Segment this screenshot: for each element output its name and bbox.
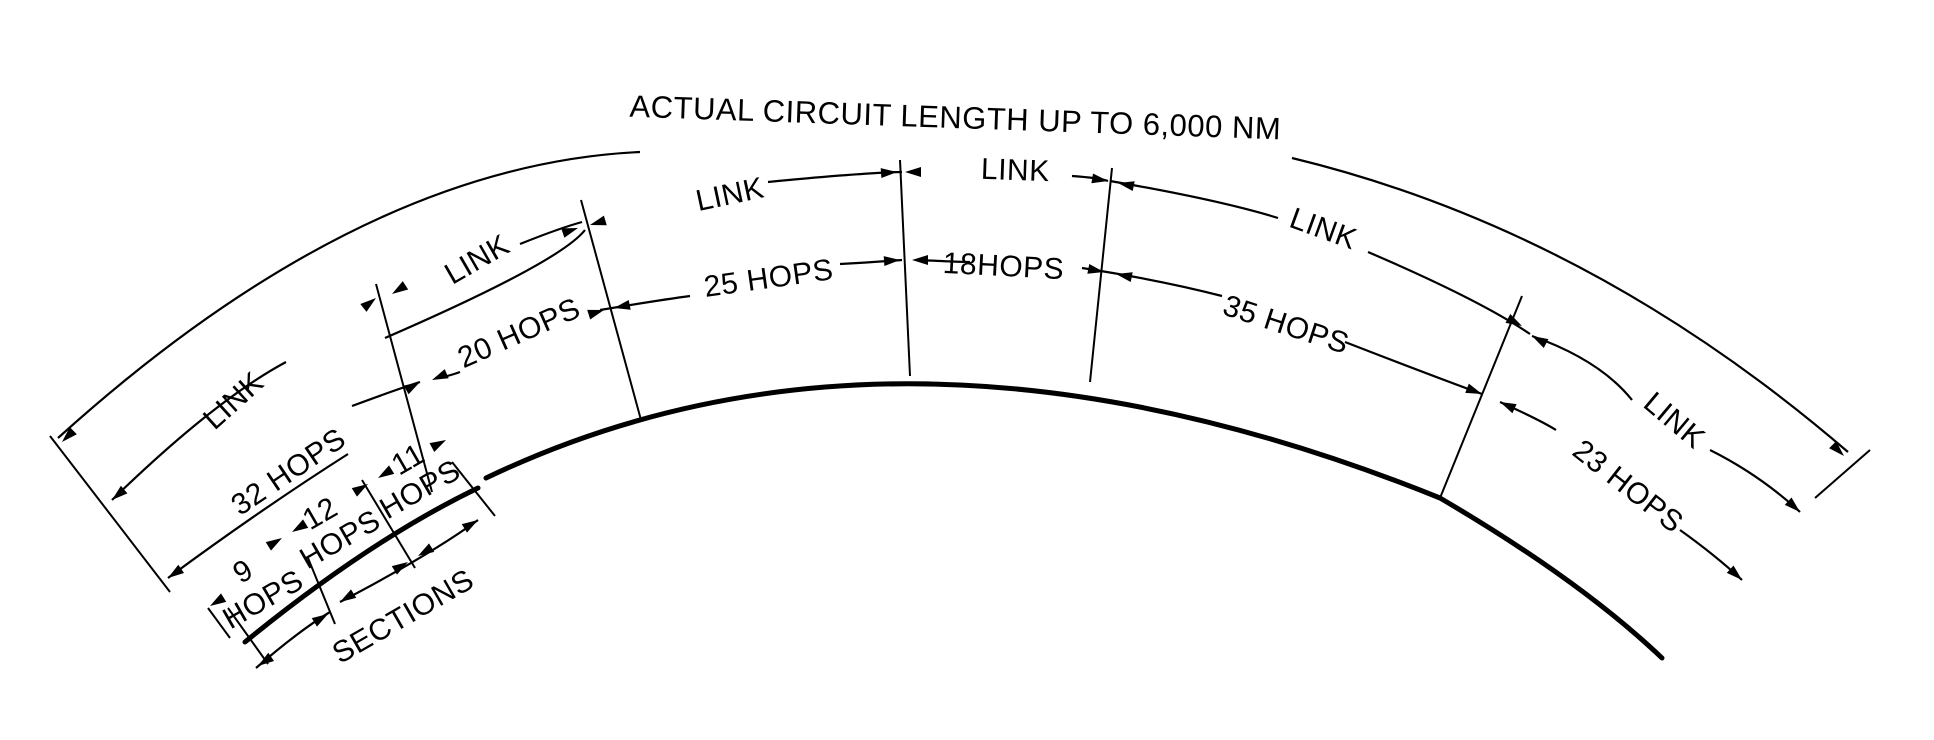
outer-arc-right bbox=[1291, 156, 1849, 453]
link-arrow-3a bbox=[590, 215, 607, 226]
link-hops-label-2: 20 HOPS bbox=[453, 292, 585, 375]
link-label-3: LINK bbox=[693, 171, 767, 218]
section-hop-arrow-3b bbox=[429, 440, 446, 452]
circuit-length-label: ACTUAL CIRCUIT LENGTH UP TO 6,000 NM bbox=[629, 89, 1282, 147]
hops-arrow-1b bbox=[403, 382, 420, 395]
outer-arrow-right bbox=[1829, 441, 1844, 456]
link-label-4: LINK bbox=[980, 153, 1050, 188]
section-hop-arrow-3a bbox=[378, 465, 395, 478]
sections-extension-right bbox=[451, 461, 496, 517]
link-arc-6b bbox=[1709, 449, 1801, 513]
sections-arrow-3b bbox=[461, 520, 478, 533]
link-arrow-6b bbox=[1784, 497, 1800, 512]
link-arrow-2a bbox=[392, 281, 409, 294]
sections-arrow-1a bbox=[258, 652, 275, 666]
section-hops-number-1: 9 bbox=[228, 553, 259, 590]
hops-arc-1a bbox=[167, 453, 349, 579]
diagram-lines bbox=[49, 150, 1871, 669]
sections-label: SECTIONS bbox=[327, 563, 480, 670]
sections-arc bbox=[242, 485, 481, 645]
link-arrow-3b bbox=[880, 168, 897, 179]
section-hop-arrow-2a bbox=[292, 519, 309, 532]
hops-arc-5a bbox=[1081, 266, 1223, 298]
link-arc-1b bbox=[384, 229, 586, 340]
hops-arrow-3b bbox=[883, 256, 900, 267]
hops-arrow-3a bbox=[614, 299, 631, 310]
outer-arc-left bbox=[57, 150, 641, 439]
divider-5 bbox=[1439, 295, 1523, 499]
link-arrow-1a bbox=[112, 485, 128, 500]
outer-extension-right bbox=[1814, 449, 1871, 499]
section-divider-1 bbox=[307, 557, 336, 625]
link-hops-label-3: 25 HOPS bbox=[702, 253, 836, 304]
outer-extension-left bbox=[49, 435, 171, 593]
hops-arc-3a bbox=[599, 294, 691, 312]
section-divider-0 bbox=[207, 607, 231, 639]
divider-2 bbox=[580, 199, 642, 421]
link-arrow-1b bbox=[360, 298, 376, 312]
section-hop-arrow-2b bbox=[351, 484, 368, 497]
hops-arrow-5b bbox=[1465, 383, 1482, 394]
section-hop-arrow-1a bbox=[210, 593, 227, 606]
link-arc-5b bbox=[1367, 250, 1531, 335]
hops-arc-5b bbox=[1344, 340, 1483, 396]
route-arc bbox=[483, 381, 1665, 661]
hops-arrow-5a bbox=[1116, 272, 1133, 283]
link-label-1: LINK bbox=[197, 366, 270, 436]
hops-arrow-2b bbox=[587, 309, 604, 320]
link-label-5: LINK bbox=[1285, 202, 1361, 257]
hops-arrow-1a bbox=[168, 564, 185, 578]
link-arrow-6a bbox=[1532, 336, 1549, 348]
link-arc-2 bbox=[519, 220, 583, 246]
sections-arrow-3a bbox=[418, 543, 435, 556]
link-arrow-4a bbox=[905, 167, 921, 177]
divider-1 bbox=[375, 283, 433, 493]
link-arc-5a bbox=[1109, 179, 1279, 220]
link-label-6: LINK bbox=[1637, 386, 1711, 455]
hops-arrow-4a bbox=[912, 255, 928, 265]
link-arc-1a bbox=[111, 361, 287, 501]
link-arrow-5b bbox=[1505, 314, 1522, 326]
link-arc-6a bbox=[1531, 334, 1633, 401]
link-hops-label-5: 35 HOPS bbox=[1219, 289, 1353, 361]
link-arrow-5a bbox=[1118, 181, 1135, 192]
link-hops-label-4: 18HOPS bbox=[942, 247, 1065, 286]
diagram-arrowheads bbox=[62, 167, 1844, 666]
sections-extension-left bbox=[227, 607, 269, 665]
divider-4 bbox=[1089, 167, 1113, 383]
hops-arrow-4b bbox=[1087, 263, 1104, 274]
section-hop-arrow-1b bbox=[265, 538, 282, 551]
sections-arrow-2a bbox=[340, 589, 357, 602]
hops-arrow-2a bbox=[432, 369, 449, 380]
sections-arrow-2b bbox=[391, 562, 408, 575]
sections-arrow-1b bbox=[311, 614, 328, 627]
link-hops-label-6: 23 HOPS bbox=[1566, 433, 1689, 539]
divider-3 bbox=[899, 159, 911, 377]
link-arrow-4b bbox=[1091, 173, 1108, 184]
hops-arrow-6b bbox=[1726, 565, 1742, 580]
link-arrow-2b bbox=[561, 228, 578, 238]
hops-arrow-6a bbox=[1500, 402, 1517, 414]
section-divider-2 bbox=[361, 479, 416, 569]
outer-arrow-left bbox=[62, 427, 77, 442]
